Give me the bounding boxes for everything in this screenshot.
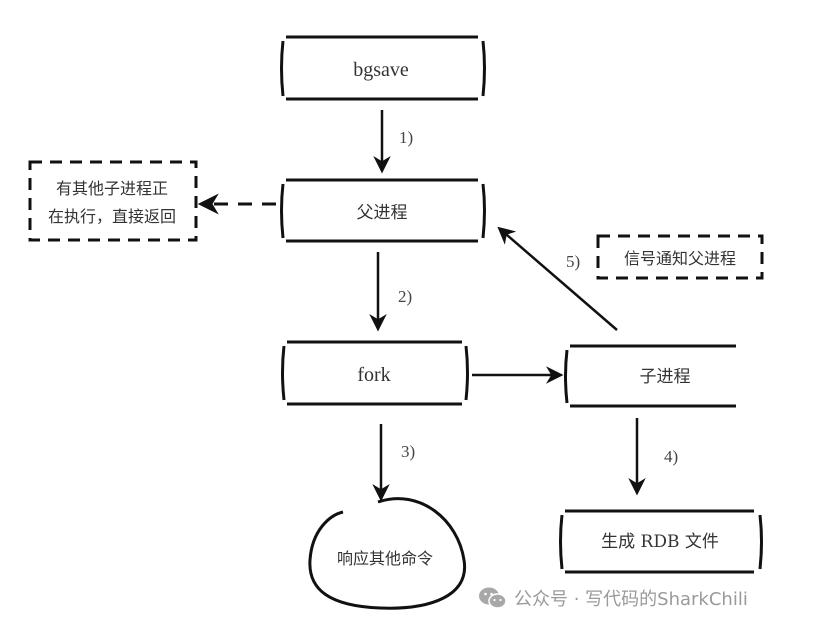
step-4-label: 4): [664, 447, 678, 466]
arrow-step-5: [497, 226, 618, 331]
signal-note: 信号通知父进程: [596, 234, 764, 280]
child-process-node: 子进程: [564, 344, 736, 408]
child-process-label: 子进程: [640, 367, 691, 387]
step-3-label: 3): [401, 442, 415, 461]
generate-rdb-node: 生成 RDB 文件: [559, 509, 763, 574]
step-1-label: 1): [399, 128, 413, 147]
signal-note-label: 信号通知父进程: [624, 249, 736, 268]
parent-process-label: 父进程: [357, 203, 408, 223]
busy-note-line-2: 在执行，直接返回: [48, 207, 176, 226]
busy-note-line-1: 有其他子进程正: [56, 179, 168, 198]
bgsave-label: bgsave: [353, 59, 409, 81]
busy-return-note: 有其他子进程正 在执行，直接返回: [28, 160, 198, 242]
rdb-label: 生成 RDB 文件: [601, 532, 719, 552]
watermark-text: 公众号 · 写代码的SharkChili: [514, 589, 748, 610]
fork-node: fork: [281, 340, 469, 406]
step-5-label: 5): [566, 252, 580, 271]
respond-label: 响应其他命令: [337, 549, 433, 568]
bgsave-node: bgsave: [280, 35, 486, 101]
step-2-label: 2): [398, 287, 412, 306]
watermark: 公众号 · 写代码的SharkChili: [478, 584, 748, 612]
respond-other-commands-node: 响应其他命令: [308, 497, 467, 610]
parent-process-node: 父进程: [280, 178, 486, 243]
wechat-icon: [478, 586, 508, 610]
fork-label: fork: [357, 364, 390, 386]
